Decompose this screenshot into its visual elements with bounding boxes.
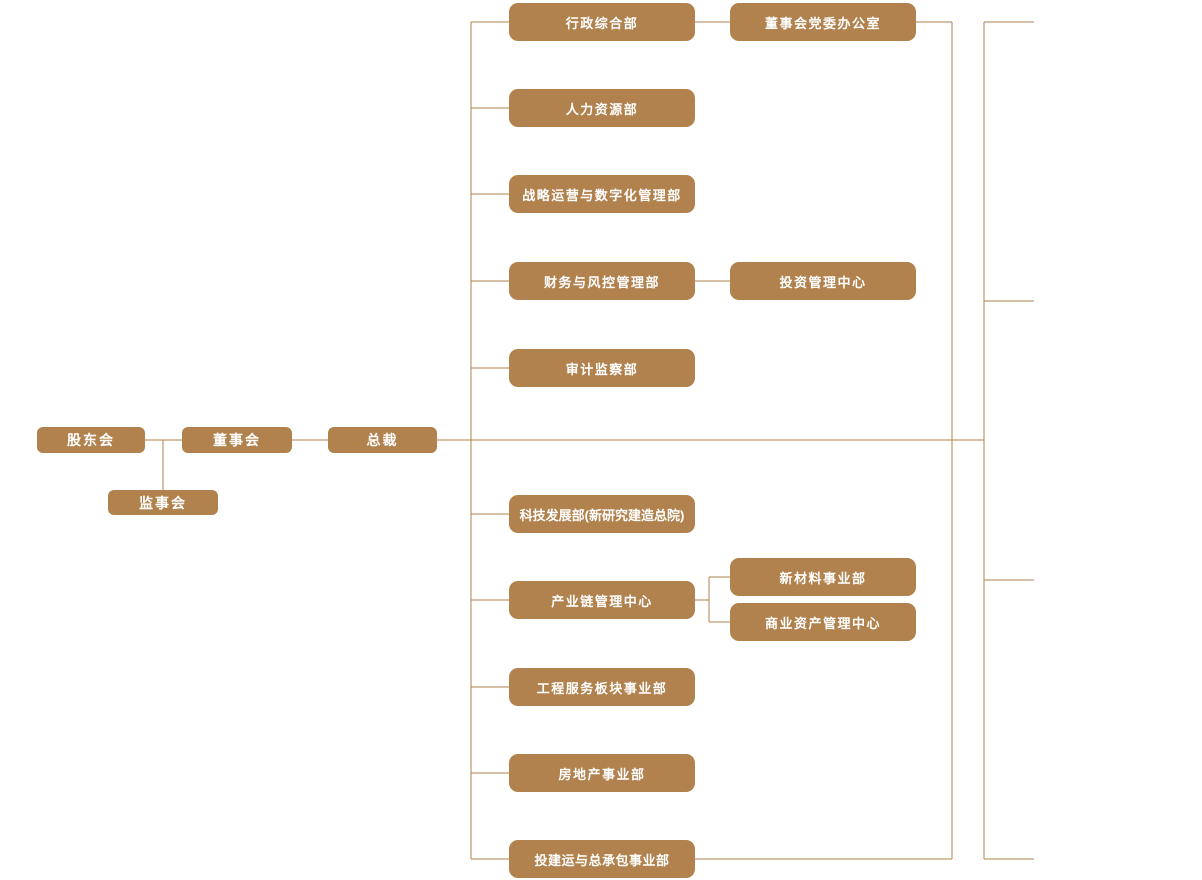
- node-investment-management-center: 投资管理中心: [730, 262, 916, 300]
- node-board-of-directors: 董事会: [182, 427, 292, 453]
- node-investment-construction-dept: 投建运与总承包事业部: [509, 840, 695, 878]
- node-strategy-digital-dept: 战略运营与数字化管理部: [509, 175, 695, 213]
- node-admin-general-dept: 行政综合部: [509, 3, 695, 41]
- node-audit-supervision-dept: 审计监察部: [509, 349, 695, 387]
- node-hr-dept: 人力资源部: [509, 89, 695, 127]
- node-supervisory-board: 监事会: [108, 490, 218, 515]
- node-shareholders-meeting: 股东会: [37, 427, 145, 453]
- node-commercial-asset-center: 商业资产管理中心: [730, 603, 916, 641]
- node-engineering-services-dept: 工程服务板块事业部: [509, 668, 695, 706]
- node-new-materials-dept: 新材料事业部: [730, 558, 916, 596]
- node-board-party-office: 董事会党委办公室: [730, 3, 916, 41]
- node-tech-development-dept: 科技发展部(新研究建造总院): [509, 495, 695, 533]
- node-finance-risk-dept: 财务与风控管理部: [509, 262, 695, 300]
- node-industry-chain-center: 产业链管理中心: [509, 581, 695, 619]
- node-real-estate-dept: 房地产事业部: [509, 754, 695, 792]
- node-president: 总裁: [328, 427, 437, 453]
